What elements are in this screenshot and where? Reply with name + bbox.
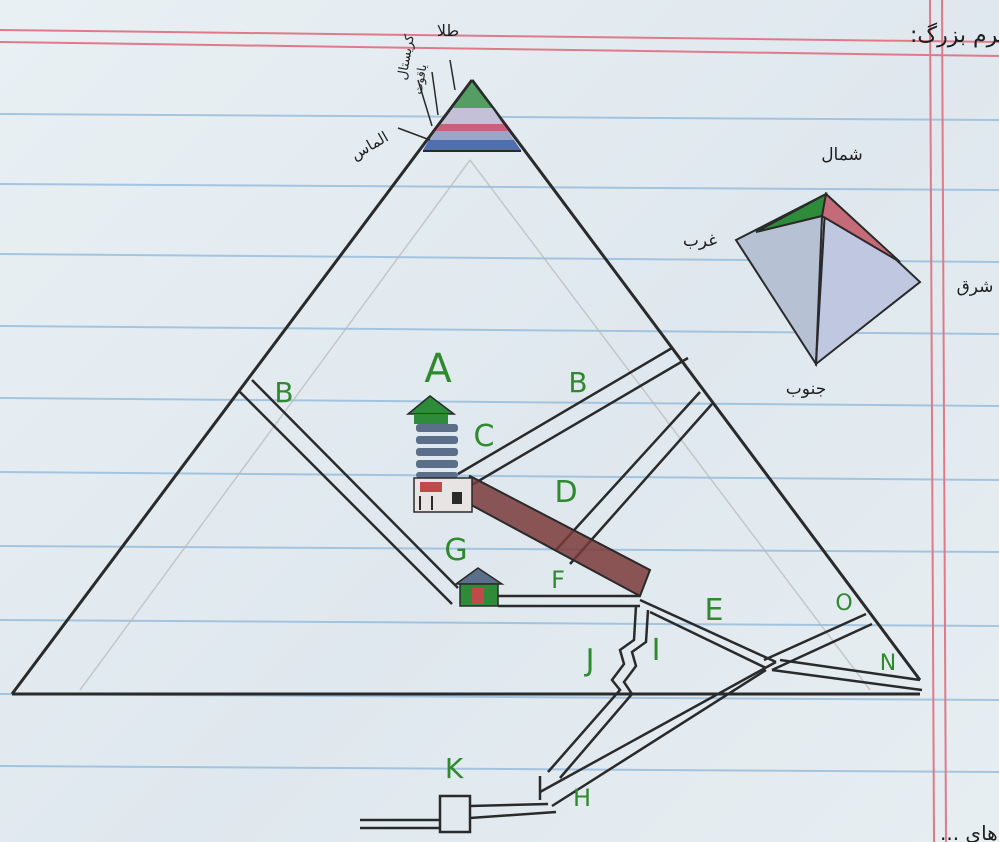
letter-h: H xyxy=(573,784,591,812)
letter-b-right: B xyxy=(568,366,587,399)
label-gold: طلا xyxy=(437,21,459,40)
letter-n: N xyxy=(880,651,896,676)
legend-partial: N= دریاهای ... xyxy=(940,821,999,842)
letter-i: I xyxy=(652,633,661,668)
letter-f: F xyxy=(551,566,565,594)
letter-c: C xyxy=(474,419,495,454)
letter-k: K xyxy=(445,752,464,785)
capstone xyxy=(423,82,521,152)
letter-d: D xyxy=(554,475,577,510)
compass-pyramid xyxy=(734,191,922,368)
letter-b-left: B xyxy=(274,376,293,409)
shafts xyxy=(239,346,923,834)
letter-o: O xyxy=(835,591,852,616)
letter-e: E xyxy=(705,593,724,628)
right-margin-lines xyxy=(929,0,947,842)
page-title: مقطع قائم هرم بزرگ: xyxy=(910,22,999,48)
pyramid-outline xyxy=(10,79,922,696)
queens-chamber xyxy=(453,567,505,607)
letter-g: G xyxy=(444,533,467,568)
compass-labels: شمال غرب شرق جنوب xyxy=(683,145,994,399)
letter-labels: A B B C D G F E J I K H O N xyxy=(274,346,896,812)
kings-chamber xyxy=(405,395,473,513)
top-margin-lines xyxy=(0,29,999,57)
ruled-lines xyxy=(0,113,999,773)
compass-north: شمال xyxy=(821,145,863,165)
letter-a: A xyxy=(424,346,452,392)
label-diamond: الماس xyxy=(348,128,392,164)
letter-j: J xyxy=(584,643,595,678)
label-ruby: یاقوت xyxy=(411,63,431,95)
compass-south: جنوب xyxy=(786,379,826,399)
compass-west: غرب xyxy=(683,231,717,251)
capstone-arrows xyxy=(397,59,456,141)
compass-east: شرق xyxy=(957,277,994,297)
